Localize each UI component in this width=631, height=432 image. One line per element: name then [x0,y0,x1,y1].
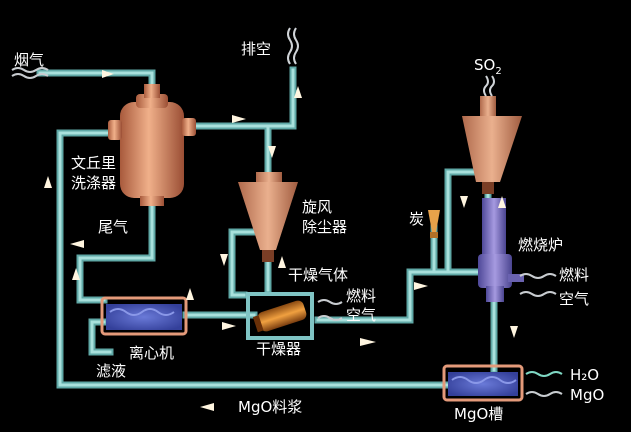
arrow-right-furnace-feed [414,282,428,290]
venturi-label-line2: 洗涤器 [71,174,117,192]
carbon-label: 炭 [409,210,425,228]
arrow-right-centrifuge-dryer [222,322,236,330]
exhaust-label: 排空 [241,40,272,58]
dry-gas-label: 干燥气体 [288,266,349,284]
cyclone-label-line1: 旋风 [302,198,333,216]
pipe-flue-gas-inlet [36,69,156,104]
exhaust-plume [287,27,299,65]
arrow-up-dry-gas [278,256,286,268]
tail-gas-label: 尾气 [98,218,129,236]
venturi-scrubber [108,84,196,206]
arrow-right-to-exhaust [232,115,246,123]
cyclone-label-line2: 除尘器 [302,218,348,236]
arrow-right-dryer-out [360,338,376,346]
dryer-label: 干燥器 [256,340,302,358]
centrifuge-label: 离心机 [129,344,175,362]
mgo-slurry-label: MgO料浆 [238,398,303,416]
so2-subscript: 2 [495,66,502,77]
fuel-dryer-label: 燃料 [346,287,377,305]
mgo-feed-label: MgO [570,386,605,404]
filtrate-label: 滤液 [96,362,127,380]
arrow-up-return-1 [44,176,52,188]
centrifuge [100,296,188,336]
fuel-dryer-puff [317,299,343,321]
flow-arrows [44,70,518,411]
so2-separator-cone [462,96,522,194]
mgo-tank-label: MgO槽 [454,405,504,423]
arrow-down-furnace-top [460,196,468,208]
fuel-furnace-puff [519,273,557,297]
arrow-up-exhaust [294,86,302,98]
mgo-tank [442,364,524,402]
so2-label: SO2 [474,56,502,81]
pipe-dryer-recycle [228,228,262,299]
air-furnace-label: 空气 [559,290,590,308]
flue-gas-inlet-puff [11,67,49,79]
furnace-label: 燃烧炉 [518,236,564,254]
combustion-furnace [478,198,524,302]
air-dryer-label: 空气 [346,306,377,324]
so2-text: SO [474,56,496,74]
arrow-down-furnace-to-tank [510,326,518,338]
pipe-tail-gas [76,194,156,304]
h2o-mgo-feed-puff [525,371,563,397]
arrow-up-filtrate [186,288,194,300]
dryer [246,292,314,340]
flue-gas-label: 烟气 [14,51,45,69]
fuel-furnace-label: 燃料 [559,266,590,284]
arrow-right-flue [102,70,114,78]
arrow-up-return-2 [72,268,80,280]
arrow-down-left-cyclone [220,254,228,266]
arrow-left-mgo-slurry [200,403,214,411]
arrow-left-tail [70,240,84,248]
water-label: H₂O [570,366,600,384]
venturi-label-line1: 文丘里 [71,154,117,172]
arrow-down-cyclone [268,146,276,158]
arrow-up-to-so2 [498,196,506,208]
carbon-feed-device [428,210,440,238]
cyclone-dust-collector [238,172,298,262]
so2-plume [483,75,495,97]
